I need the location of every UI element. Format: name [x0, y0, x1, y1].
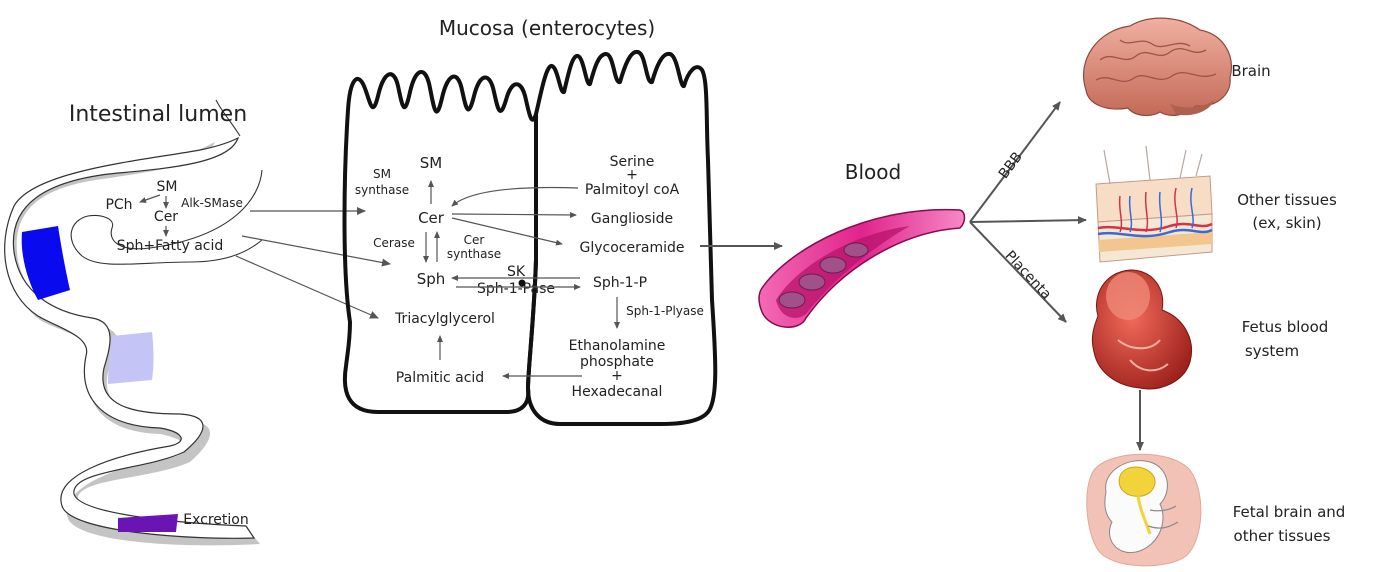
alk-smase-label: Alk-SMase — [181, 196, 243, 210]
cer-synthase-label-2: synthase — [447, 247, 501, 261]
sk-node-dot — [519, 280, 526, 287]
plus-serine-palmitoyl: + — [626, 167, 638, 183]
palmitoyl-coa-label: Palmitoyl coA — [585, 182, 680, 198]
cer-synthase-label-1: Cer — [464, 233, 485, 247]
cer-to-ganglioside-arrow — [452, 214, 576, 215]
palmitoyl-to-cer-arrow — [452, 188, 578, 206]
fetal-brain-label-2: other tissues — [1234, 527, 1331, 545]
lumen-cer-label: Cer — [154, 209, 178, 225]
other-tissues-label-2: (ex, skin) — [1252, 214, 1321, 232]
triacylglycerol-label: Triacylglycerol — [394, 311, 495, 327]
ethanolamine-label-1: Ethanolamine — [569, 338, 666, 354]
cerase-label: Cerase — [373, 236, 415, 250]
fetus-image — [1092, 270, 1191, 389]
plus-ethanolamine-hexadecanal: + — [611, 368, 623, 384]
glycoceramide-label: Glycoceramide — [580, 240, 685, 256]
fetus-blood-label-2: system — [1245, 342, 1299, 360]
lumen-pch-label: PCh — [105, 197, 132, 213]
skin-tissue-image — [1096, 146, 1212, 262]
lumen-sph-fatty-acid-label: Sph+Fatty acid — [117, 238, 224, 254]
palmitic-acid-label: Palmitic acid — [396, 370, 484, 386]
intestine-illustration — [5, 100, 262, 545]
blood-vessel-illustration — [759, 210, 965, 328]
sph-1-p-label: Sph-1-P — [593, 275, 647, 291]
to-tissues-arrow — [970, 220, 1086, 222]
cell-sm-label: SM — [420, 154, 442, 172]
fatty-acid-uptake-arrow — [236, 256, 378, 318]
brain-label: Brain — [1231, 62, 1270, 80]
sph-1-pase-label: Sph-1-Pase — [477, 281, 555, 297]
placenta-label: Placenta — [1002, 248, 1055, 303]
excretion-label: Excretion — [183, 512, 248, 528]
ganglioside-label: Ganglioside — [591, 211, 673, 227]
mucosa-title: Mucosa (enterocytes) — [439, 16, 655, 40]
lumen-sm-label: SM — [157, 179, 178, 195]
sm-synthase-label-1: SM — [373, 167, 391, 181]
sph-1-plyase-label: Sph-1-Plyase — [626, 304, 704, 318]
cell-cer-label: Cer — [418, 209, 445, 227]
fetal-brain-label-1: Fetal brain and — [1233, 503, 1346, 521]
fetal-brain-image — [1087, 454, 1201, 566]
sm-to-pch-arrow — [140, 195, 160, 202]
hexadecanal-label: Hexadecanal — [572, 384, 663, 400]
sph-uptake-arrow — [242, 236, 390, 264]
brain-image — [1084, 18, 1232, 115]
other-tissues-label-1: Other tissues — [1237, 191, 1337, 209]
blood-title: Blood — [845, 160, 901, 184]
sm-synthase-label-2: synthase — [355, 183, 409, 197]
fetus-blood-label-1: Fetus blood — [1242, 318, 1329, 336]
lumen-title: Intestinal lumen — [69, 102, 247, 127]
cell-sph-label: Sph — [417, 270, 446, 288]
